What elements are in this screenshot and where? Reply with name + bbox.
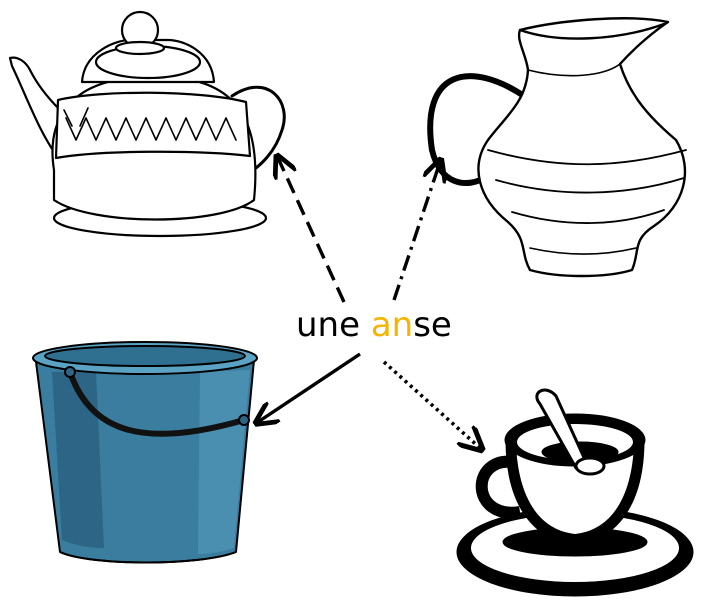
bucket-illustration bbox=[33, 342, 257, 563]
word-prefix: une bbox=[296, 305, 371, 345]
cup-and-saucer-illustration bbox=[457, 390, 693, 596]
word-highlight: an bbox=[371, 305, 413, 345]
arrow-to-cup bbox=[384, 362, 480, 448]
word-suffix: se bbox=[413, 305, 452, 345]
arrow-to-jug bbox=[394, 162, 440, 300]
teapot-illustration bbox=[10, 12, 284, 236]
jug-illustration bbox=[430, 18, 686, 276]
arrow-to-bucket bbox=[258, 354, 360, 422]
target-word: une anse bbox=[296, 303, 452, 347]
arrow-to-teapot bbox=[278, 158, 344, 302]
